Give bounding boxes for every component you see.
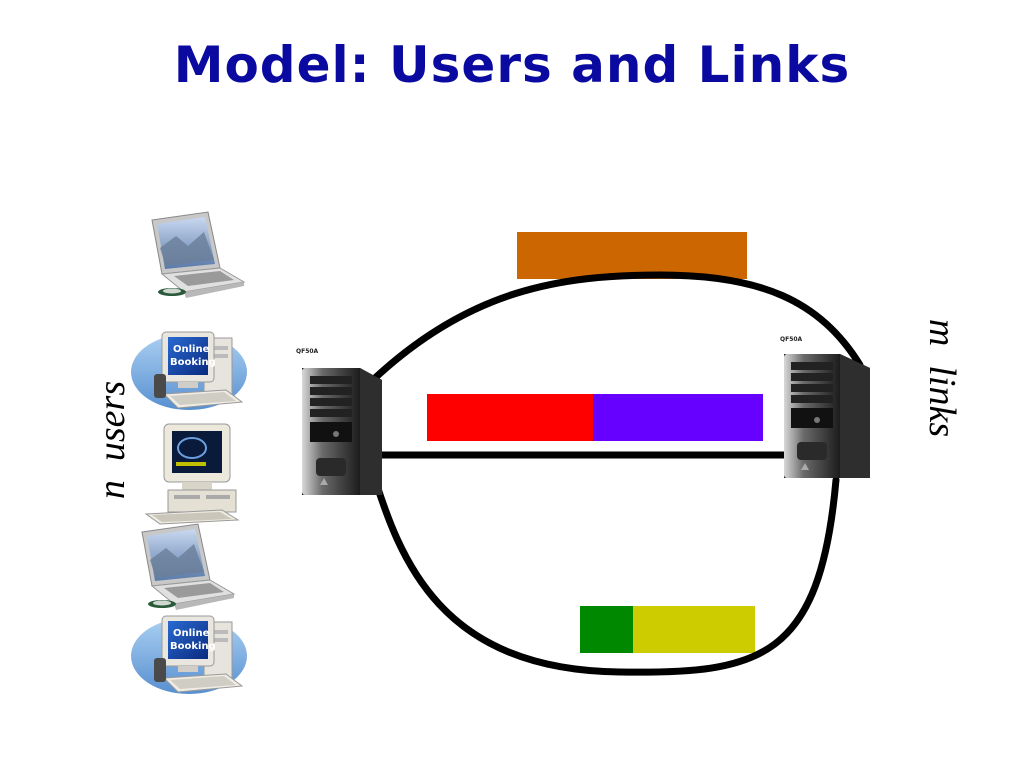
top-link-bar [517, 232, 747, 279]
desktop-online-booking-icon: Online Booking [131, 331, 247, 410]
user-device-crt-desktop [144, 423, 240, 525]
user-device-laptop-1 [151, 211, 246, 298]
top-link-segment-orange [517, 232, 747, 279]
screen-text-booking: Booking [170, 357, 216, 368]
right-server: QF50A [780, 336, 870, 478]
desktop-crt-icon [144, 423, 240, 525]
bottom-link-line [368, 466, 840, 676]
bottom-link-segment-yellow [633, 606, 755, 653]
right-server-tag: QF50A [780, 336, 803, 343]
bottom-link-segment-green [580, 606, 633, 653]
middle-link-segment-violet [593, 394, 763, 441]
screen-text-booking: Booking [170, 641, 216, 652]
left-server: QF50A [296, 348, 382, 495]
middle-link-bar [427, 394, 763, 441]
top-link-line [371, 271, 864, 382]
user-device-laptop-2 [141, 523, 236, 610]
laptop-icon [151, 211, 246, 298]
user-device-booking-desktop-2: Online Booking [131, 615, 247, 694]
server-tower-icon [302, 368, 382, 495]
screen-text-online: Online [173, 628, 210, 639]
bottom-link-bar [580, 606, 755, 653]
user-device-booking-desktop-1: Online Booking [131, 331, 247, 410]
middle-link-segment-red [427, 394, 593, 441]
left-server-tag: QF50A [296, 348, 319, 355]
slide-title: Model: Users and Links [173, 36, 851, 94]
server-tower-icon [784, 354, 870, 478]
laptop-icon [141, 523, 236, 610]
desktop-online-booking-icon: Online Booking [131, 615, 247, 694]
screen-text-online: Online [173, 344, 210, 355]
